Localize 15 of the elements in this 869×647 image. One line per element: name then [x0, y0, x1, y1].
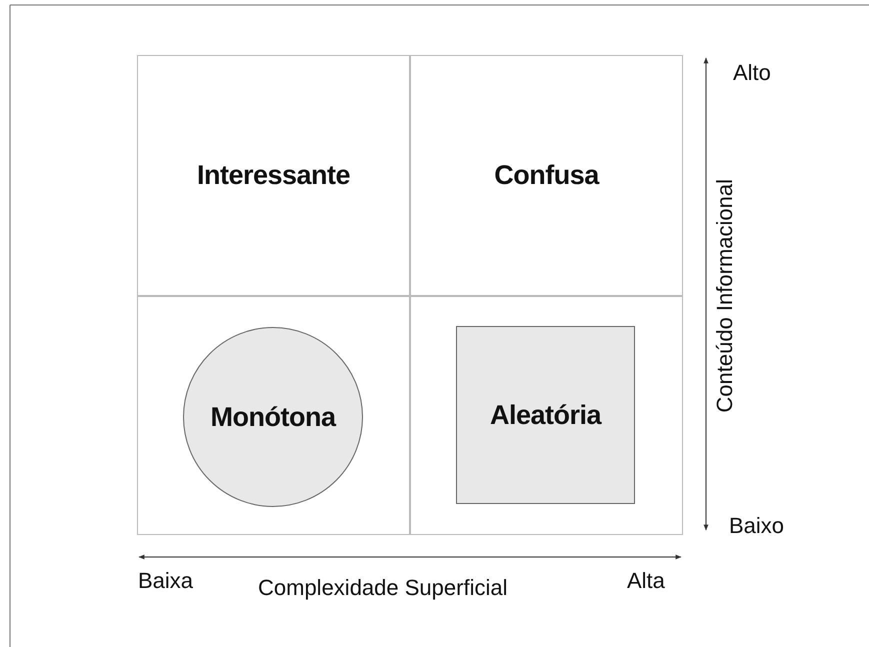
axis-label: Baixo	[729, 513, 784, 539]
quadrant-label: Interessante	[196, 160, 350, 191]
quadrant-label: Confusa	[494, 160, 599, 191]
axis-label: Alto	[733, 60, 771, 86]
axis-label: Baixa	[138, 568, 194, 594]
quadrant-label: Monótona	[210, 402, 336, 432]
matrix-cell	[410, 55, 683, 296]
matrix-cell	[410, 296, 683, 535]
axis-title: Conteúdo Informacional	[712, 179, 738, 413]
square-shape	[456, 326, 635, 504]
matrix-cell	[137, 296, 410, 535]
axis-title: Complexidade Superficial	[258, 575, 508, 601]
quadrant-label: Aleatória	[490, 400, 602, 430]
matrix-cell	[137, 55, 410, 296]
axis-label: Alta	[627, 568, 665, 594]
